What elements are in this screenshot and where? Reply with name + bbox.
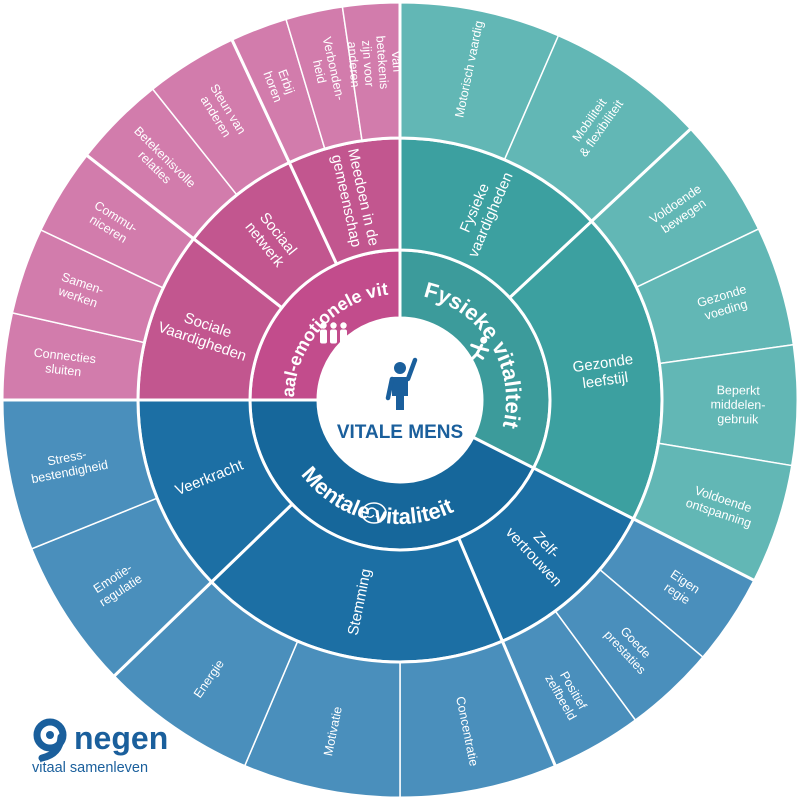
item-label-social-0-0: Connectiessluiten (31, 346, 96, 381)
negen-logo: negen vitaal samenleven (30, 718, 230, 788)
running-person-icon (469, 336, 490, 362)
center-title: VITALE MENS (337, 422, 463, 443)
item-label-social-2-2: Vanbetekeniszijn vooranderen (345, 34, 406, 92)
brain-icon (361, 502, 387, 524)
logo-tagline: vitaal samenleven (32, 760, 149, 776)
segment-outline-physical-1 (589, 126, 800, 583)
segment-outline-mental-1 (111, 579, 558, 800)
people-group-icon (320, 322, 347, 344)
logo-name: negen (74, 720, 169, 756)
item-label-physical-1-2: Beperktmiddelen-gebruik (710, 383, 765, 427)
vital-person-icon (385, 357, 418, 410)
nine-logo-icon (33, 718, 67, 762)
segment-outline-mental-2 (0, 398, 214, 679)
